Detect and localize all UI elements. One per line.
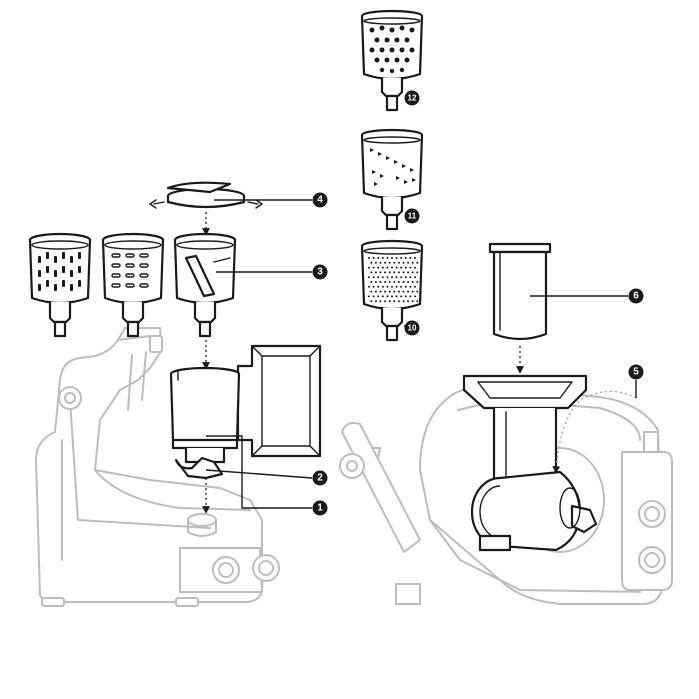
slicer-slots <box>111 253 149 288</box>
svg-text:11: 11 <box>408 212 417 221</box>
svg-text:10: 10 <box>408 324 417 333</box>
callout-3: 3 <box>312 264 328 280</box>
callout-5: 5 <box>628 364 644 380</box>
coarse-holes <box>38 252 81 291</box>
svg-text:1: 1 <box>317 503 323 514</box>
hopper-cutter-5 <box>462 374 598 552</box>
callout-10: 10 <box>404 320 420 336</box>
disc-lid-4 <box>149 181 263 209</box>
julienne-teeth <box>370 148 416 186</box>
callout-4: 4 <box>312 192 328 208</box>
round-holes <box>369 25 415 74</box>
drum-fine-grater-12 <box>360 9 424 112</box>
drum-shredder-3 <box>173 232 237 338</box>
svg-text:2: 2 <box>317 473 323 484</box>
svg-text:4: 4 <box>317 195 323 206</box>
pusher-6 <box>488 242 552 341</box>
fine-dots <box>368 257 419 303</box>
assembly-guides <box>202 212 637 514</box>
cutter-housing <box>169 344 322 480</box>
svg-text:5: 5 <box>633 367 639 378</box>
leader-lines <box>205 199 637 509</box>
svg-text:6: 6 <box>633 291 639 302</box>
svg-text:3: 3 <box>317 267 323 278</box>
drum-coarse-grater <box>28 232 92 338</box>
callout-12: 12 <box>404 90 420 106</box>
drum-fine-shredder-10 <box>360 239 424 342</box>
callout-6: 6 <box>628 288 644 304</box>
callout-2: 2 <box>312 470 328 486</box>
callout-1: 1 <box>312 500 328 516</box>
stand-mixer-left-ghost <box>35 327 280 607</box>
drum-julienne-11 <box>360 128 424 231</box>
callout-11: 11 <box>404 208 420 224</box>
drum-slicer <box>101 232 165 338</box>
svg-text:12: 12 <box>408 94 417 103</box>
